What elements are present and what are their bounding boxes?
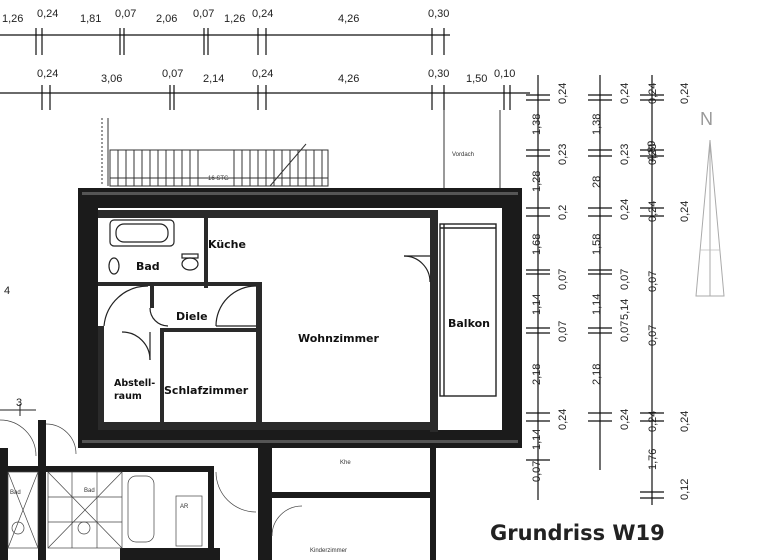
dim-label: 0,24 bbox=[37, 8, 58, 20]
dim-label: 0,24 bbox=[647, 201, 659, 222]
dim-label: 0,07 bbox=[647, 325, 659, 346]
axis-mark-3: 3 bbox=[16, 397, 22, 409]
dim-label: 4,26 bbox=[338, 13, 359, 25]
dim-label: 1,58 bbox=[591, 234, 603, 255]
dim-label: 4,26 bbox=[338, 73, 359, 85]
staircase bbox=[101, 118, 329, 187]
dim-label: 0,24 bbox=[619, 199, 631, 220]
dim-label: 0,12 bbox=[679, 479, 691, 500]
neighbor-bad-right: Bad bbox=[84, 488, 95, 494]
dim-label: 0,30 bbox=[428, 68, 449, 80]
dim-label: 0,07 bbox=[531, 461, 543, 482]
room-label-bad: Bad bbox=[136, 260, 160, 273]
door-swings bbox=[103, 255, 431, 361]
canopy bbox=[443, 110, 501, 195]
dim-label: 0,07 bbox=[619, 269, 631, 290]
dim-label: 0,24 bbox=[557, 83, 569, 104]
dim-label: 1,14 bbox=[531, 294, 543, 315]
dim-label: 0,07 bbox=[557, 269, 569, 290]
dim-label: 28 bbox=[591, 176, 603, 188]
dim-label: 0,07 bbox=[115, 8, 136, 20]
dim-label: 1,26 bbox=[2, 13, 23, 25]
dimension-labels-top-2: 0,24 3,06 0,07 2,14 0,24 4,26 0,30 1,50 … bbox=[37, 68, 515, 85]
north-arrow-icon: N bbox=[695, 109, 725, 297]
interior-walls bbox=[98, 210, 438, 432]
room-label-kueche: Küche bbox=[208, 238, 246, 251]
corridor-label: Khe bbox=[340, 460, 351, 466]
dim-label: 0,23 bbox=[647, 144, 659, 165]
dimension-line-top-1 bbox=[0, 28, 450, 55]
plan-title: Grundriss W19 bbox=[490, 521, 665, 545]
dim-label: 1,38 bbox=[531, 114, 543, 135]
stair-label: 16 STG bbox=[208, 176, 229, 182]
dim-label: 0,24 bbox=[252, 8, 273, 20]
neighbor-tiles bbox=[0, 419, 303, 549]
dim-label: 0,24 bbox=[679, 201, 691, 222]
dim-label: 0,07 bbox=[647, 271, 659, 292]
toilet-icon bbox=[181, 253, 199, 271]
dim-label: 0,30 bbox=[428, 8, 449, 20]
dim-label: 2,18 bbox=[591, 364, 603, 385]
neighbor-apartment bbox=[0, 420, 436, 560]
dim-label: 0,24 bbox=[252, 68, 273, 80]
room-label-wohnzimmer: Wohnzimmer bbox=[298, 332, 380, 345]
dim-label: 1,50 bbox=[466, 73, 487, 85]
dim-label: 0,23 bbox=[557, 144, 569, 165]
north-label: N bbox=[700, 109, 713, 129]
dim-label: 1,76 bbox=[647, 449, 659, 470]
dim-label: 1,28 bbox=[531, 171, 543, 192]
dim-label: 0,23 bbox=[619, 144, 631, 165]
dimension-line-right bbox=[526, 75, 664, 505]
room-label-diele: Diele bbox=[176, 310, 208, 323]
room-label-abstellraum-2: raum bbox=[114, 391, 142, 402]
dimension-line-top-2 bbox=[0, 85, 530, 110]
dim-label: 0,24 bbox=[557, 409, 569, 430]
dimension-labels-right-4: 0,24 0,24 0,24 1,76 0,12 bbox=[647, 83, 691, 500]
dim-label: 0,2 bbox=[557, 205, 569, 220]
room-label-balkon: Balkon bbox=[448, 317, 490, 330]
dimension-labels-right-3: 0,24 0,23 0,24 0,07 0,07 0,24 4,89 5,14 bbox=[619, 83, 659, 432]
dim-label: 1,81 bbox=[80, 13, 101, 25]
dimension-labels-right-1: 0,24 1,38 0,23 1,28 0,2 1,68 0,07 1,14 0… bbox=[531, 83, 569, 482]
axis-mark-4: 4 bbox=[4, 285, 10, 297]
sink-icon bbox=[108, 257, 120, 275]
balcony-railing bbox=[439, 223, 497, 397]
dim-label: 0,24 bbox=[679, 411, 691, 432]
dimension-labels-top-1: 1,26 0,24 1,81 0,07 2,06 0,07 1,26 0,24 … bbox=[2, 8, 449, 25]
dim-label: 1,14 bbox=[531, 429, 543, 450]
dim-label: 0,10 bbox=[494, 68, 515, 80]
wall-texture bbox=[82, 192, 518, 443]
dim-label: 0,07 bbox=[619, 321, 631, 342]
dim-label: 2,14 bbox=[203, 73, 224, 85]
room-label-abstellraum-1: Abstell- bbox=[114, 378, 155, 389]
neighbor-ar: AR bbox=[180, 504, 189, 510]
dim-label: 0,24 bbox=[37, 68, 58, 80]
dim-label: 1,26 bbox=[224, 13, 245, 25]
dim-label: 2,18 bbox=[531, 364, 543, 385]
dim-label: 1,14 bbox=[591, 294, 603, 315]
dim-label: 0,07 bbox=[557, 321, 569, 342]
dim-label: 1,38 bbox=[591, 114, 603, 135]
dim-label: 0,24 bbox=[619, 83, 631, 104]
dim-label: 2,06 bbox=[156, 13, 177, 25]
dim-label: 0,24 bbox=[679, 83, 691, 104]
dim-label: 0,24 bbox=[647, 83, 659, 104]
dim-label: 0,24 bbox=[647, 411, 659, 432]
bathtub-icon bbox=[109, 219, 175, 247]
dim-label: 0,07 bbox=[193, 8, 214, 20]
dim-label: 4,89 bbox=[646, 141, 658, 162]
neighbor-bad-left: Bad bbox=[10, 490, 21, 496]
neighbor-room-label: Kinderzimmer bbox=[310, 548, 347, 554]
room-label-schlafzimmer: Schlafzimmer bbox=[164, 384, 249, 397]
dim-label: 1,68 bbox=[531, 234, 543, 255]
dimension-labels-right-2: 0,24 1,38 0,23 28 0,24 1,58 0,07 1,14 0,… bbox=[591, 83, 631, 430]
dim-label: 0,24 bbox=[619, 409, 631, 430]
dim-label: 3,06 bbox=[101, 73, 122, 85]
dim-label: 0,07 bbox=[162, 68, 183, 80]
canopy-label: Vordach bbox=[452, 152, 474, 158]
dim-label: 5,14 bbox=[619, 299, 631, 320]
left-edge-marks bbox=[0, 404, 36, 416]
